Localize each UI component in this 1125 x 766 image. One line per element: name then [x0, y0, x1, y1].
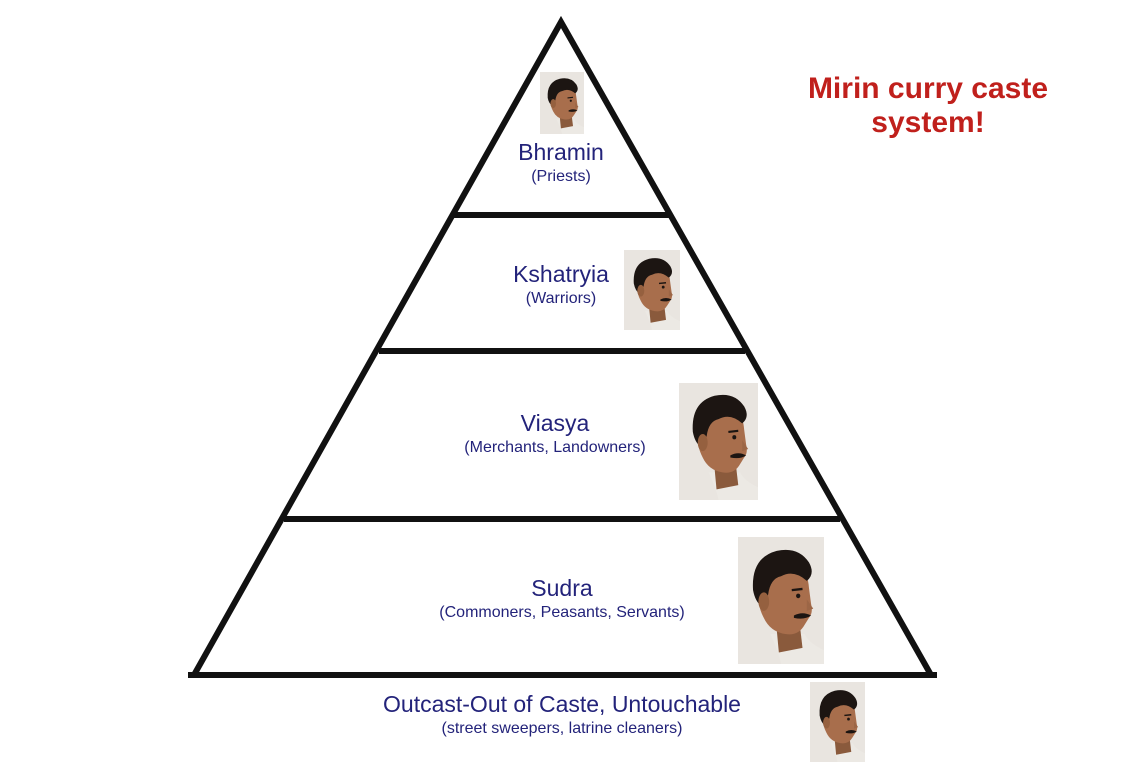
tier-name: Viasya	[520, 410, 590, 436]
tier-name: Bhramin	[518, 139, 604, 165]
tier-label-sudra: Sudra (Commoners, Peasants, Servants)	[439, 574, 684, 624]
tier-label-outcast: Outcast-Out of Caste, Untouchable (stree…	[383, 690, 741, 740]
tier-label-bhramin: Bhramin (Priests)	[518, 138, 604, 188]
meme-caption: Mirin curry caste system!	[807, 72, 1049, 139]
tier-description: (street sweepers, latrine cleaners)	[441, 720, 683, 737]
tier-description: (Merchants, Landowners)	[464, 439, 646, 456]
tier-name: Kshatryia	[513, 261, 609, 287]
tier-label-kshatryia: Kshatryia (Warriors)	[513, 260, 609, 310]
tier-label-viasya: Viasya (Merchants, Landowners)	[464, 409, 645, 459]
tier-description: (Warriors)	[525, 290, 597, 307]
man-profile-photo-icon	[679, 383, 758, 500]
tier-name: Outcast-Out of Caste, Untouchable	[383, 691, 741, 717]
tier-description: (Commoners, Peasants, Servants)	[439, 604, 685, 621]
tier-description: (Priests)	[531, 168, 591, 185]
man-profile-photo-icon	[810, 682, 865, 762]
man-profile-photo-icon	[540, 72, 584, 134]
man-profile-photo-icon	[624, 250, 680, 330]
tier-name: Sudra	[531, 575, 593, 601]
man-profile-photo-icon	[738, 537, 824, 664]
